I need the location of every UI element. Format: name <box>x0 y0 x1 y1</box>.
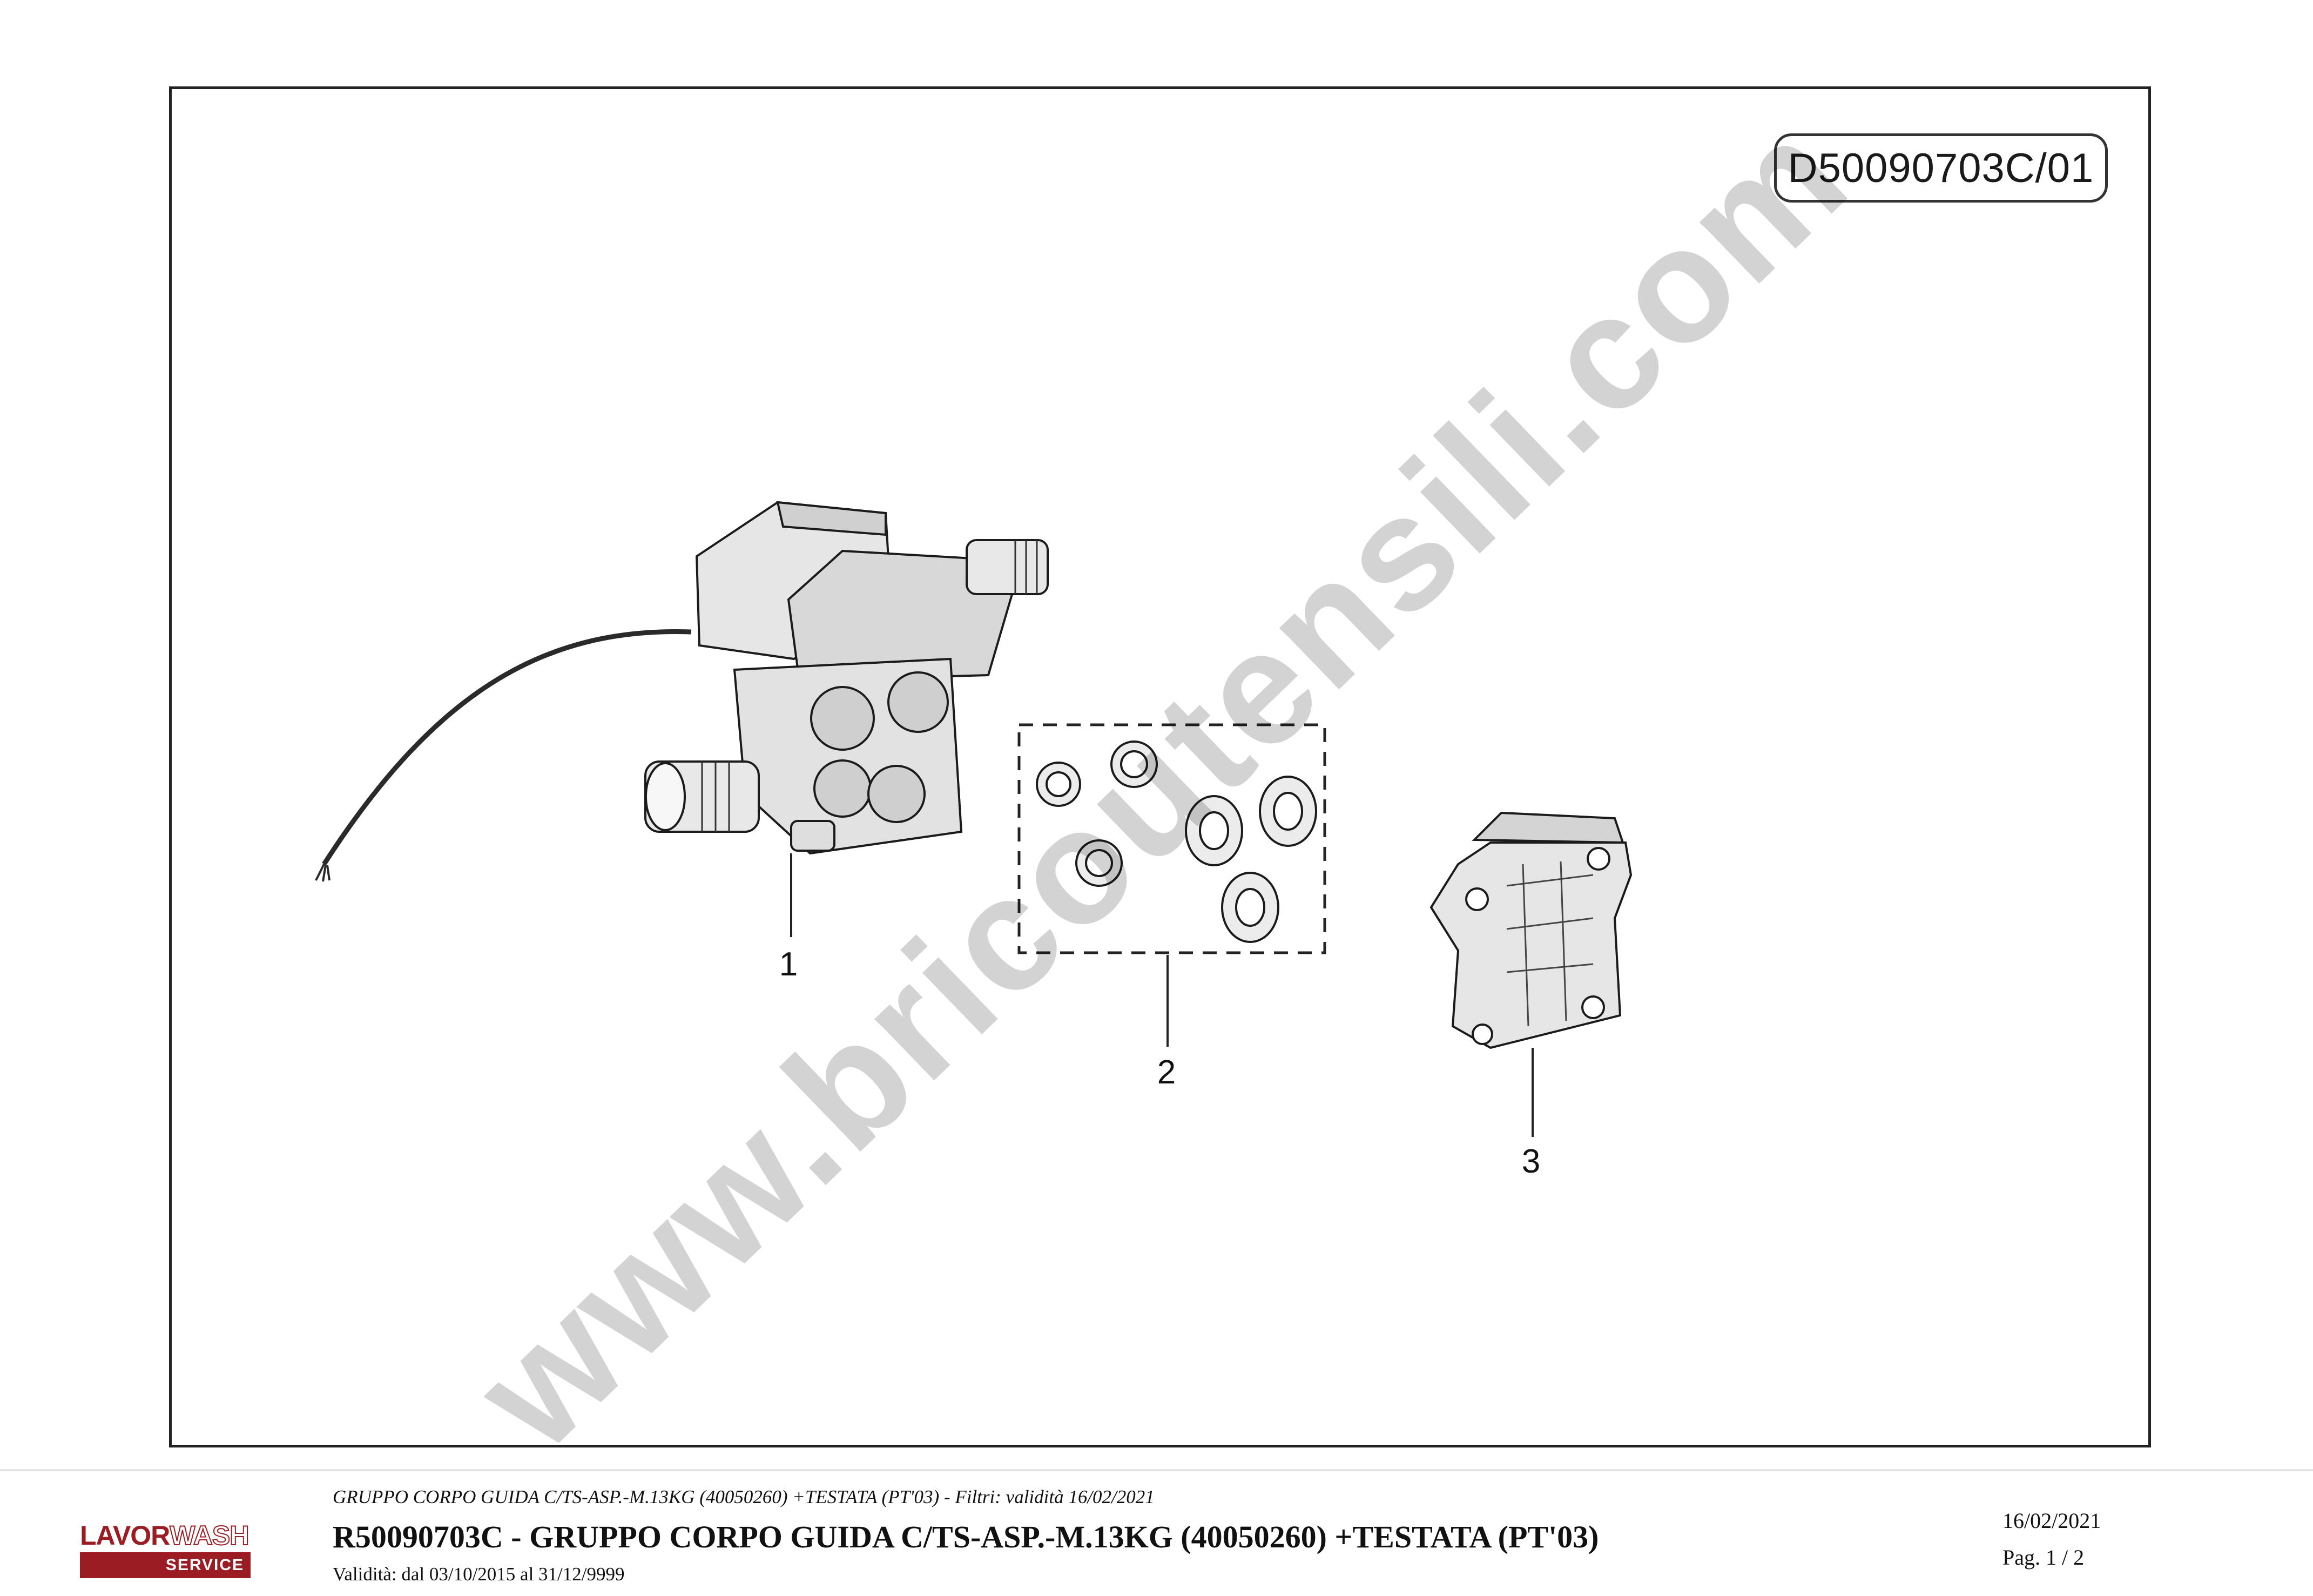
part-1-guide-body <box>315 501 1049 882</box>
logo-brand-lavor: LAVOR <box>80 1520 170 1551</box>
drawing-frame <box>169 86 2151 1447</box>
document-title: R50090703C - GRUPPO CORPO GUIDA C/TS-ASP… <box>333 1519 1599 1554</box>
logo-brand-wash: WASH <box>169 1520 249 1551</box>
logo-service-band: SERVICE <box>80 1552 251 1578</box>
part-3-head <box>1429 811 1633 1049</box>
callout-2: 2 <box>1157 1054 1176 1091</box>
filter-line: GRUPPO CORPO GUIDA C/TS-ASP.-M.13KG (400… <box>333 1486 1155 1507</box>
drawing-code-label: D50090703C/01 <box>1774 133 2108 203</box>
validity-text: Validità: dal 03/10/2015 al 31/12/9999 <box>333 1564 625 1585</box>
page-number: Pag. 1 / 2 <box>2002 1545 2085 1570</box>
part-2-seal-kit <box>1017 723 1326 954</box>
callout-3: 3 <box>1521 1143 1541 1180</box>
footer-divider <box>0 1469 2313 1471</box>
print-date: 16/02/2021 <box>2002 1509 2101 1533</box>
callout-1: 1 <box>779 946 798 983</box>
